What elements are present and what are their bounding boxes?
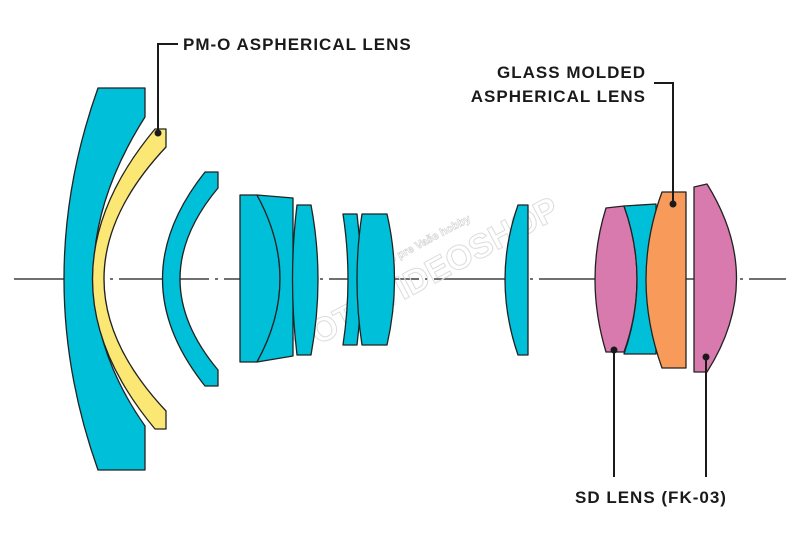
leader-pmo: [157, 43, 178, 132]
label-glass-molded-line2: ASPHERICAL LENS: [471, 87, 646, 106]
label-pmo-aspherical: PM-O ASPHERICAL LENS: [183, 35, 412, 54]
lens-front-meniscus: [63, 87, 146, 471]
lens-single-6: [504, 204, 529, 356]
leader-glass-molded: [654, 82, 674, 203]
label-sd-lens: SD LENS (FK-03): [575, 488, 727, 507]
lens-biconvex-1: [291, 204, 319, 356]
lens-rear-cyan: [623, 203, 657, 355]
lens-doublet-b: [256, 194, 294, 363]
lens-doublet-d: [356, 213, 396, 346]
lens-meniscus-2: [161, 171, 219, 387]
leader-pmo-dot: [154, 129, 162, 137]
leader-sd-rear-dot: [702, 353, 710, 361]
lens-glass-molded-aspherical: [645, 191, 687, 369]
lens-sd-rear: [693, 183, 738, 373]
leader-sd-front-dot: [610, 346, 618, 354]
lens-pmo-aspherical: [92, 128, 167, 430]
leader-glass-molded-dot: [669, 200, 677, 208]
label-glass-molded-line1: GLASS MOLDED: [497, 63, 646, 82]
